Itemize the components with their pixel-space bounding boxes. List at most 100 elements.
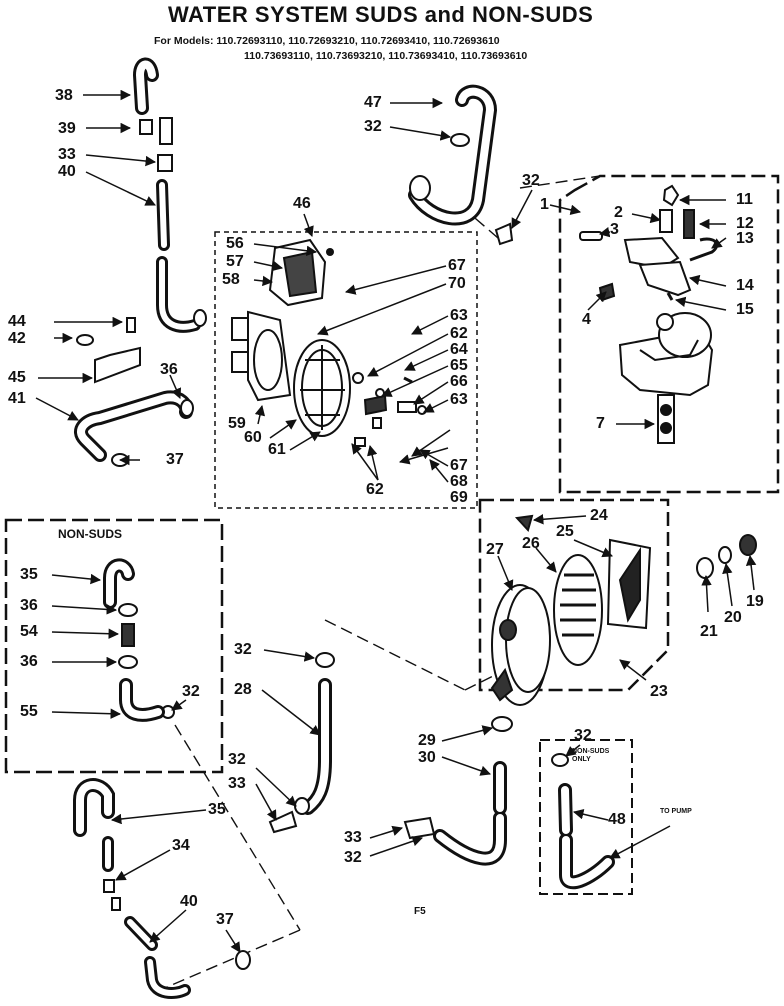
callout-34: 34 — [172, 837, 190, 854]
callout-39: 39 — [58, 120, 76, 137]
callout-35: 35 — [208, 801, 226, 818]
screw-56 — [326, 248, 334, 256]
callout-67: 67 — [450, 457, 468, 474]
callout-14: 14 — [736, 277, 754, 294]
callout-58: 58 — [222, 271, 240, 288]
callout-44: 44 — [8, 313, 26, 330]
callout-1: 1 — [540, 196, 549, 213]
callout-32: 32 — [364, 118, 382, 135]
callout-37: 37 — [166, 451, 184, 468]
callout-70: 70 — [448, 275, 466, 292]
callout-2: 2 — [614, 204, 623, 221]
clamp-32-right — [494, 222, 514, 246]
callout-32: 32 — [522, 172, 540, 189]
callout-36: 36 — [20, 597, 38, 614]
tube-34-40 — [102, 836, 191, 999]
callout-28: 28 — [234, 681, 252, 698]
bracket-45 — [76, 317, 141, 384]
callout-33: 33 — [228, 775, 246, 792]
callout-32: 32 — [182, 683, 200, 700]
callout-3: 3 — [610, 221, 619, 238]
non-suds-box-title: NON-SUDS — [58, 527, 123, 541]
callout-33: 33 — [58, 146, 76, 163]
callout-47: 47 — [364, 94, 382, 111]
callout-21: 21 — [700, 623, 718, 640]
callout-55: 55 — [20, 703, 38, 720]
callout-42: 42 — [8, 330, 26, 347]
callout-62: 62 — [366, 481, 384, 498]
callout-68: 68 — [450, 473, 468, 490]
box-non-suds-only — [539, 739, 633, 895]
callout-57: 57 — [226, 253, 244, 270]
callout-59: 59 — [228, 415, 246, 432]
filter-parts — [490, 514, 757, 706]
callout-40: 40 — [58, 163, 76, 180]
callout-13: 13 — [736, 230, 754, 247]
callout-37: 37 — [216, 911, 234, 928]
diagram-title: WATER SYSTEM SUDS and NON-SUDS — [168, 2, 594, 27]
callout-66: 66 — [450, 373, 468, 390]
callout-54: 54 — [20, 623, 38, 640]
callout-56: 56 — [226, 235, 244, 252]
callout-25: 25 — [556, 523, 574, 540]
box-filter-assembly — [478, 498, 670, 692]
callout-7: 7 — [596, 415, 605, 432]
callout-63: 63 — [450, 391, 468, 408]
callout-62: 62 — [450, 325, 468, 342]
callout-30: 30 — [418, 749, 436, 766]
fitting-33 — [268, 810, 298, 834]
callout-41: 41 — [8, 390, 26, 407]
callout-19: 19 — [746, 593, 764, 610]
callout-4: 4 — [582, 311, 591, 328]
dashed-box-valve-assembly — [214, 231, 478, 509]
water-valve-assembly — [579, 184, 719, 444]
callout-38: 38 — [55, 87, 73, 104]
clamp-29 — [491, 716, 513, 732]
callout-60: 60 — [244, 429, 262, 446]
callout-27: 27 — [486, 541, 504, 558]
callout-11: 11 — [736, 191, 753, 208]
model-list-line-2: 110.73693110, 110.73693210, 110.73693410… — [244, 50, 528, 62]
clamp-36-37 — [111, 309, 207, 467]
connector-lines — [159, 175, 601, 991]
callout-32: 32 — [228, 751, 246, 768]
callout-32: 32 — [344, 849, 362, 866]
callout-45: 45 — [8, 369, 26, 386]
small-parts-62-66 — [352, 372, 427, 447]
callout-40: 40 — [180, 893, 198, 910]
callout-20: 20 — [724, 609, 742, 626]
callout-61: 61 — [268, 441, 286, 458]
callout-24: 24 — [590, 507, 608, 524]
fitting-33-bottom — [403, 816, 436, 840]
tube-40-upper — [156, 179, 201, 333]
box-non-suds — [4, 518, 224, 774]
callout-63: 63 — [450, 307, 468, 324]
callout-35: 35 — [20, 566, 38, 583]
clamp-32-top — [450, 133, 470, 147]
to-pump-label: TO PUMP — [660, 808, 692, 815]
model-list-line-1: For Models: 110.72693110, 110.72693210, … — [154, 35, 500, 47]
callout-12: 12 — [736, 215, 754, 232]
valve-body — [231, 238, 351, 437]
leader-lines — [35, 89, 757, 953]
callout-67: 67 — [448, 257, 466, 274]
callout-36: 36 — [20, 653, 38, 670]
callout-32: 32 — [574, 727, 592, 744]
callout-64: 64 — [450, 341, 468, 358]
callout-69: 69 — [450, 489, 468, 506]
callout-36: 36 — [160, 361, 178, 378]
footer-code: F5 — [414, 906, 426, 917]
callout-48: 48 — [608, 811, 626, 828]
callout-26: 26 — [522, 535, 540, 552]
callout-23: 23 — [650, 683, 668, 700]
callout-46: 46 — [293, 195, 311, 212]
callout-15: 15 — [736, 301, 754, 318]
fitting-39 — [139, 117, 173, 172]
callout-65: 65 — [450, 357, 468, 374]
callout-33: 33 — [344, 829, 362, 846]
non-suds-only-label: NON-SUDS ONLY — [572, 748, 610, 763]
callout-29: 29 — [418, 732, 436, 749]
fitting-34-37 — [103, 879, 251, 970]
